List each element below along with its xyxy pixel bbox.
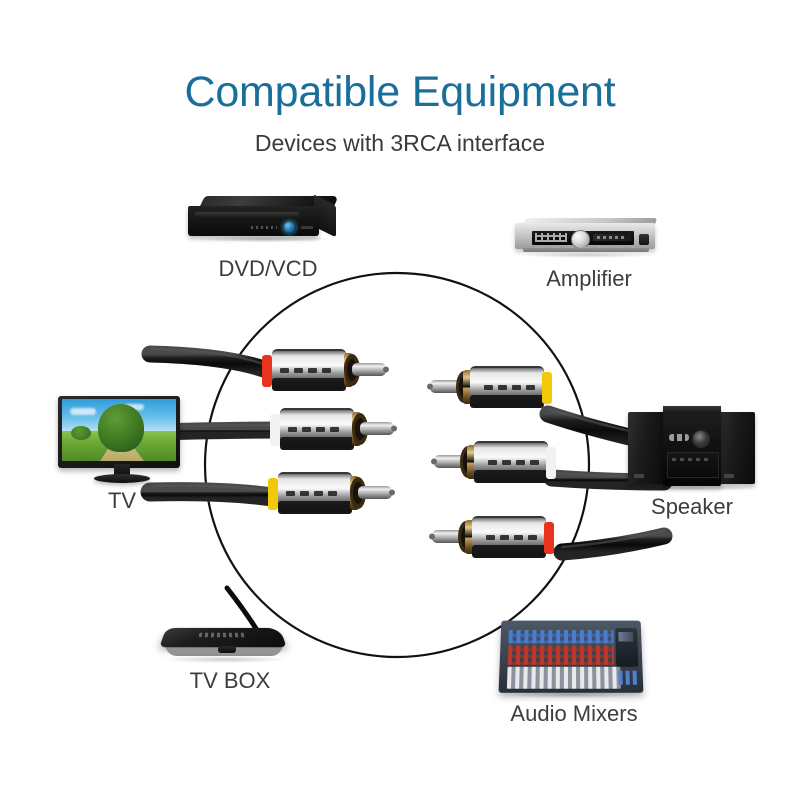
rca-plug-left-white bbox=[270, 408, 397, 450]
device-label-dvd-vcd: DVD/VCD bbox=[218, 256, 318, 281]
device-label-audio-mixers: Audio Mixers bbox=[510, 701, 638, 726]
device-label-speaker: Speaker bbox=[651, 494, 733, 519]
rca-plug-left-yellow bbox=[268, 472, 395, 514]
speaker-top-plate bbox=[663, 406, 721, 412]
tv-stand-neck bbox=[114, 464, 130, 476]
dvd-power-knob bbox=[283, 221, 296, 234]
device-dvd-vcd: DVD/VCD bbox=[188, 194, 348, 281]
tv-screen-bush bbox=[71, 426, 92, 441]
tv-stand-base bbox=[94, 474, 150, 483]
speaker-left-cabinet bbox=[628, 412, 665, 484]
hifi-speaker-icon bbox=[628, 406, 756, 496]
amplifier-shadow bbox=[519, 252, 653, 258]
dvd-shadow bbox=[194, 236, 334, 242]
rca-plug-right-red bbox=[429, 516, 554, 558]
speaker-display-panel bbox=[667, 452, 719, 478]
audio-mixer-icon bbox=[498, 615, 648, 703]
mixer-red-knob-rows bbox=[507, 645, 615, 665]
tv-bezel bbox=[58, 396, 180, 468]
rca-plug-left-red bbox=[262, 349, 389, 391]
page-subtitle: Devices with 3RCA interface bbox=[254, 130, 546, 156]
mixer-master-section bbox=[615, 628, 639, 667]
device-label-tv-box: TV BOX bbox=[189, 668, 271, 693]
device-amplifier: Amplifier bbox=[515, 218, 663, 291]
amplifier-icon bbox=[515, 218, 663, 262]
tv-screen bbox=[62, 399, 176, 461]
tv-box-shadow bbox=[163, 656, 287, 663]
device-tv-box: TV BOX bbox=[155, 585, 305, 693]
device-tv: TV bbox=[58, 396, 186, 513]
mixer-chassis bbox=[498, 620, 644, 693]
dvd-player-icon bbox=[188, 194, 348, 254]
tv-screen-cloud bbox=[70, 408, 96, 415]
mixer-blue-knob-rows bbox=[508, 630, 614, 644]
speaker-control-knobs bbox=[669, 434, 689, 441]
rca-plug-right-yellow bbox=[427, 366, 552, 408]
dvd-disc-tray bbox=[195, 212, 299, 217]
mixer-shadow bbox=[502, 691, 640, 698]
tv-box-icon bbox=[155, 585, 305, 676]
speaker-disc-tray bbox=[692, 430, 710, 448]
tv-box-brand-logo bbox=[198, 632, 248, 638]
amplifier-display bbox=[593, 234, 631, 241]
rca-plug-right-white bbox=[431, 441, 556, 483]
amplifier-base bbox=[523, 248, 649, 252]
device-label-tv: TV bbox=[107, 488, 137, 513]
tv-icon bbox=[58, 396, 186, 488]
tv-box-front-port bbox=[218, 646, 236, 653]
mixer-master-buttons bbox=[618, 670, 640, 685]
amplifier-button-grid bbox=[535, 233, 567, 242]
speaker-right-cabinet bbox=[718, 412, 755, 484]
device-label-amplifier: Amplifier bbox=[546, 266, 632, 291]
device-audio-mixer: Audio Mixers bbox=[498, 615, 648, 726]
device-speaker: Speaker bbox=[628, 406, 756, 519]
dvd-front-panel bbox=[188, 206, 319, 236]
speaker-shadow bbox=[628, 485, 756, 491]
dvd-display-slot bbox=[301, 226, 313, 229]
tv-screen-tree-crown bbox=[98, 403, 145, 452]
amplifier-logo bbox=[639, 234, 649, 245]
page-title: Compatible Equipment bbox=[184, 68, 616, 116]
amplifier-front-panel bbox=[515, 223, 655, 251]
dvd-indicator-lights bbox=[251, 226, 277, 229]
tv-box-top-shell bbox=[159, 627, 287, 648]
mixer-channel-faders bbox=[506, 666, 621, 689]
